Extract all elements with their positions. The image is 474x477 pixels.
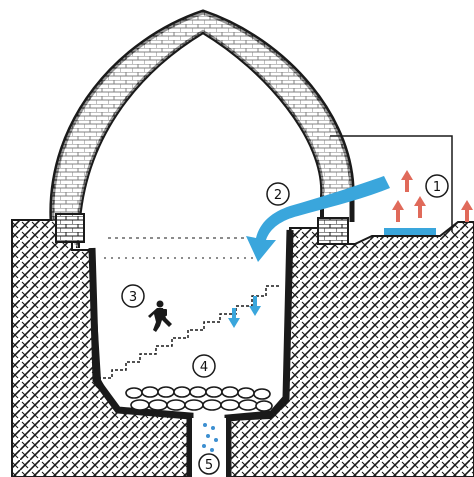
cool-air-down-arrows — [228, 296, 261, 328]
marker-3: 3 — [121, 284, 145, 308]
water-drop-icon — [202, 423, 218, 452]
shade-wall — [330, 135, 453, 232]
marker-5: 5 — [198, 453, 220, 475]
marker-3-label: 3 — [129, 290, 137, 305]
marker-1-label: 1 — [433, 180, 441, 195]
marker-5-label: 5 — [205, 458, 213, 473]
ice-blocks — [125, 386, 273, 412]
ground-right — [227, 221, 474, 477]
base-stones-left — [55, 213, 85, 243]
marker-2: 2 — [266, 182, 290, 206]
marker-4-label: 4 — [200, 360, 208, 375]
ground-left — [11, 219, 191, 477]
cooling-channel — [384, 228, 436, 235]
pit-wall — [88, 229, 294, 477]
staircase — [98, 285, 280, 379]
warm-air-arrow-icon — [392, 170, 473, 222]
dome-hatch-right — [203, 12, 353, 200]
base-stones-right — [317, 217, 349, 245]
marker-4: 4 — [192, 354, 216, 378]
person-climbing-icon — [148, 300, 172, 332]
marker-2-label: 2 — [274, 188, 282, 203]
cool-air-arrow-icon — [246, 176, 390, 262]
marker-1: 1 — [425, 174, 449, 198]
